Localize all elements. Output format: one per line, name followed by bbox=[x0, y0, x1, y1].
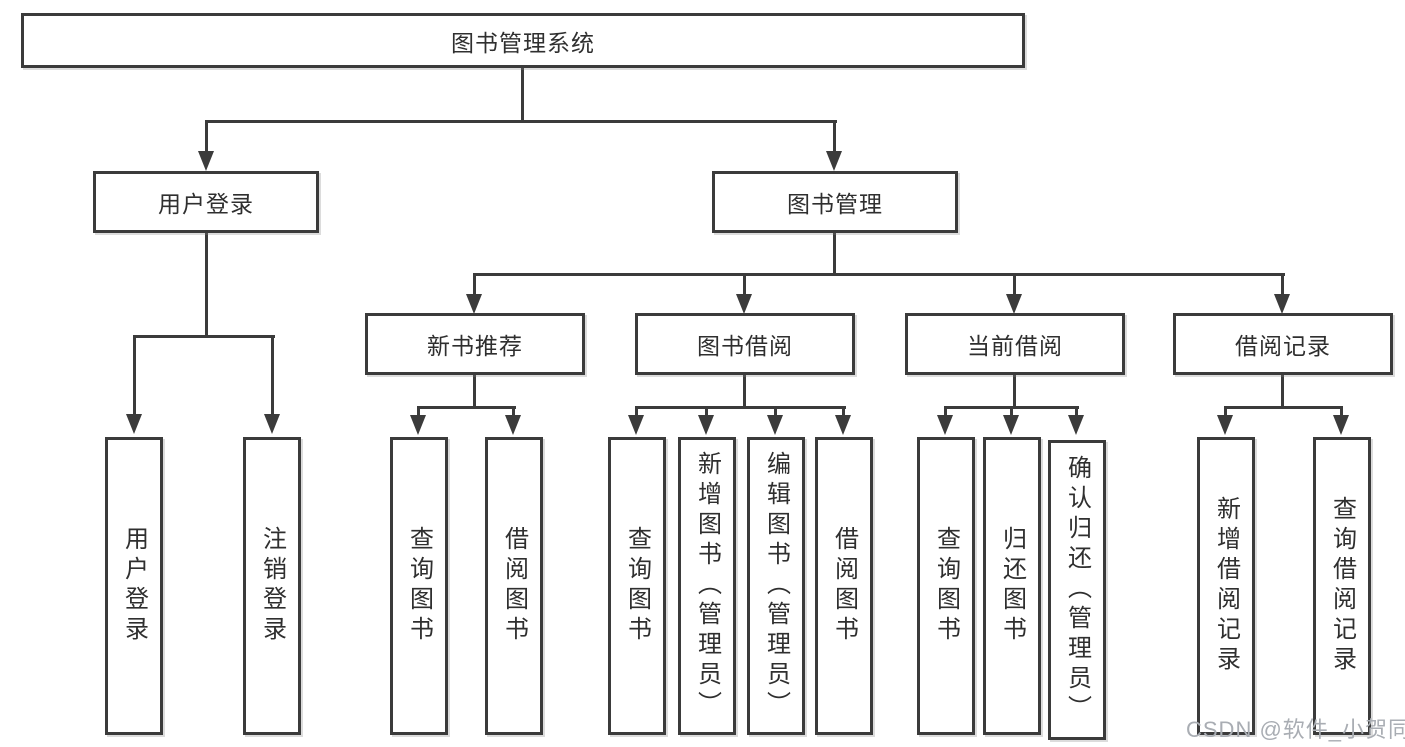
connector-root-bar bbox=[205, 120, 837, 123]
connector-drop-line bbox=[1281, 273, 1284, 295]
arrow-down-icon bbox=[1006, 294, 1022, 314]
arrow-down-icon bbox=[698, 415, 714, 435]
arrow-down-icon bbox=[767, 415, 783, 435]
connector-drop-line bbox=[774, 406, 777, 416]
connector-drop-line bbox=[1010, 406, 1013, 416]
arrow-down-icon bbox=[1274, 294, 1290, 314]
leaf-user-login: 用户登录 bbox=[105, 437, 163, 735]
node-book-management: 图书管理 bbox=[712, 171, 958, 233]
connector-recommend-bar bbox=[417, 406, 516, 409]
leaf-confirm-return-admin: 确认归还（管理员） bbox=[1048, 440, 1106, 740]
leaf-edit-books-admin: 编辑图书（管理员） bbox=[747, 437, 805, 735]
connector-drop-line bbox=[705, 406, 708, 416]
arrow-down-icon bbox=[1003, 415, 1019, 435]
leaf-query-books-borrowing: 查询图书 bbox=[608, 437, 666, 735]
leaf-return-books: 归还图书 bbox=[983, 437, 1041, 735]
arrow-down-icon bbox=[466, 294, 482, 314]
connector-drop-line bbox=[417, 406, 420, 416]
connector-drop-line bbox=[842, 406, 845, 416]
connector-user-login-bar bbox=[133, 335, 275, 338]
node-new-book-recommendation: 新书推荐 bbox=[365, 313, 585, 375]
connector-book-mgmt-stem bbox=[833, 232, 836, 273]
connector-drop-line bbox=[512, 406, 515, 416]
connector-drop-line bbox=[1075, 406, 1078, 416]
connector-drop-line bbox=[1013, 273, 1016, 295]
connector-drop-line bbox=[833, 120, 836, 152]
leaf-add-borrow-record: 新增借阅记录 bbox=[1197, 437, 1255, 735]
arrow-down-icon bbox=[1333, 415, 1349, 435]
connector-user-login-stem bbox=[205, 233, 208, 335]
connector-drop-line bbox=[944, 406, 947, 416]
leaf-borrow-books-borrowing: 借阅图书 bbox=[815, 437, 873, 735]
node-user-login: 用户登录 bbox=[93, 171, 319, 233]
arrow-down-icon bbox=[628, 415, 644, 435]
leaf-logout-login: 注销登录 bbox=[243, 437, 301, 735]
node-borrowing-records: 借阅记录 bbox=[1173, 313, 1393, 375]
connector-records-bar bbox=[1224, 406, 1343, 409]
arrow-down-icon bbox=[736, 294, 752, 314]
connector-drop-line bbox=[271, 335, 274, 415]
arrow-down-icon bbox=[410, 415, 426, 435]
connector-drop-line bbox=[473, 273, 476, 295]
connector-drop-line bbox=[635, 406, 638, 416]
arrow-down-icon bbox=[826, 151, 842, 171]
arrow-down-icon bbox=[1217, 415, 1233, 435]
node-current-borrowing: 当前借阅 bbox=[905, 313, 1125, 375]
leaf-add-books-admin: 新增图书（管理员） bbox=[678, 437, 736, 735]
arrow-down-icon bbox=[198, 151, 214, 171]
connector-book-mgmt-bar bbox=[473, 273, 1285, 276]
leaf-query-books-recommend: 查询图书 bbox=[390, 437, 448, 735]
connector-drop-line bbox=[1224, 406, 1227, 416]
node-library-management-system: 图书管理系统 bbox=[21, 13, 1025, 68]
connector-recommend-stem bbox=[473, 375, 476, 406]
arrow-down-icon bbox=[264, 414, 280, 434]
arrow-down-icon bbox=[1068, 415, 1084, 435]
connector-drop-line bbox=[205, 120, 208, 152]
watermark: CSDN @软件_小贺同学 bbox=[1186, 717, 1405, 742]
arrow-down-icon bbox=[835, 415, 851, 435]
arrow-down-icon bbox=[937, 415, 953, 435]
node-book-borrowing: 图书借阅 bbox=[635, 313, 855, 375]
connector-drop-line bbox=[1340, 406, 1343, 416]
connector-records-stem bbox=[1281, 375, 1284, 406]
arrow-down-icon bbox=[126, 414, 142, 434]
connector-root-stem bbox=[521, 68, 524, 120]
leaf-query-borrow-record: 查询借阅记录 bbox=[1313, 437, 1371, 735]
connector-borrowing-bar bbox=[635, 406, 846, 409]
leaf-query-books-current: 查询图书 bbox=[917, 437, 975, 735]
leaf-borrow-books-recommend: 借阅图书 bbox=[485, 437, 543, 735]
connector-drop-line bbox=[133, 335, 136, 415]
connector-drop-line bbox=[743, 273, 746, 295]
connector-current-stem bbox=[1013, 375, 1016, 406]
connector-borrowing-stem bbox=[743, 375, 746, 406]
arrow-down-icon bbox=[505, 415, 521, 435]
